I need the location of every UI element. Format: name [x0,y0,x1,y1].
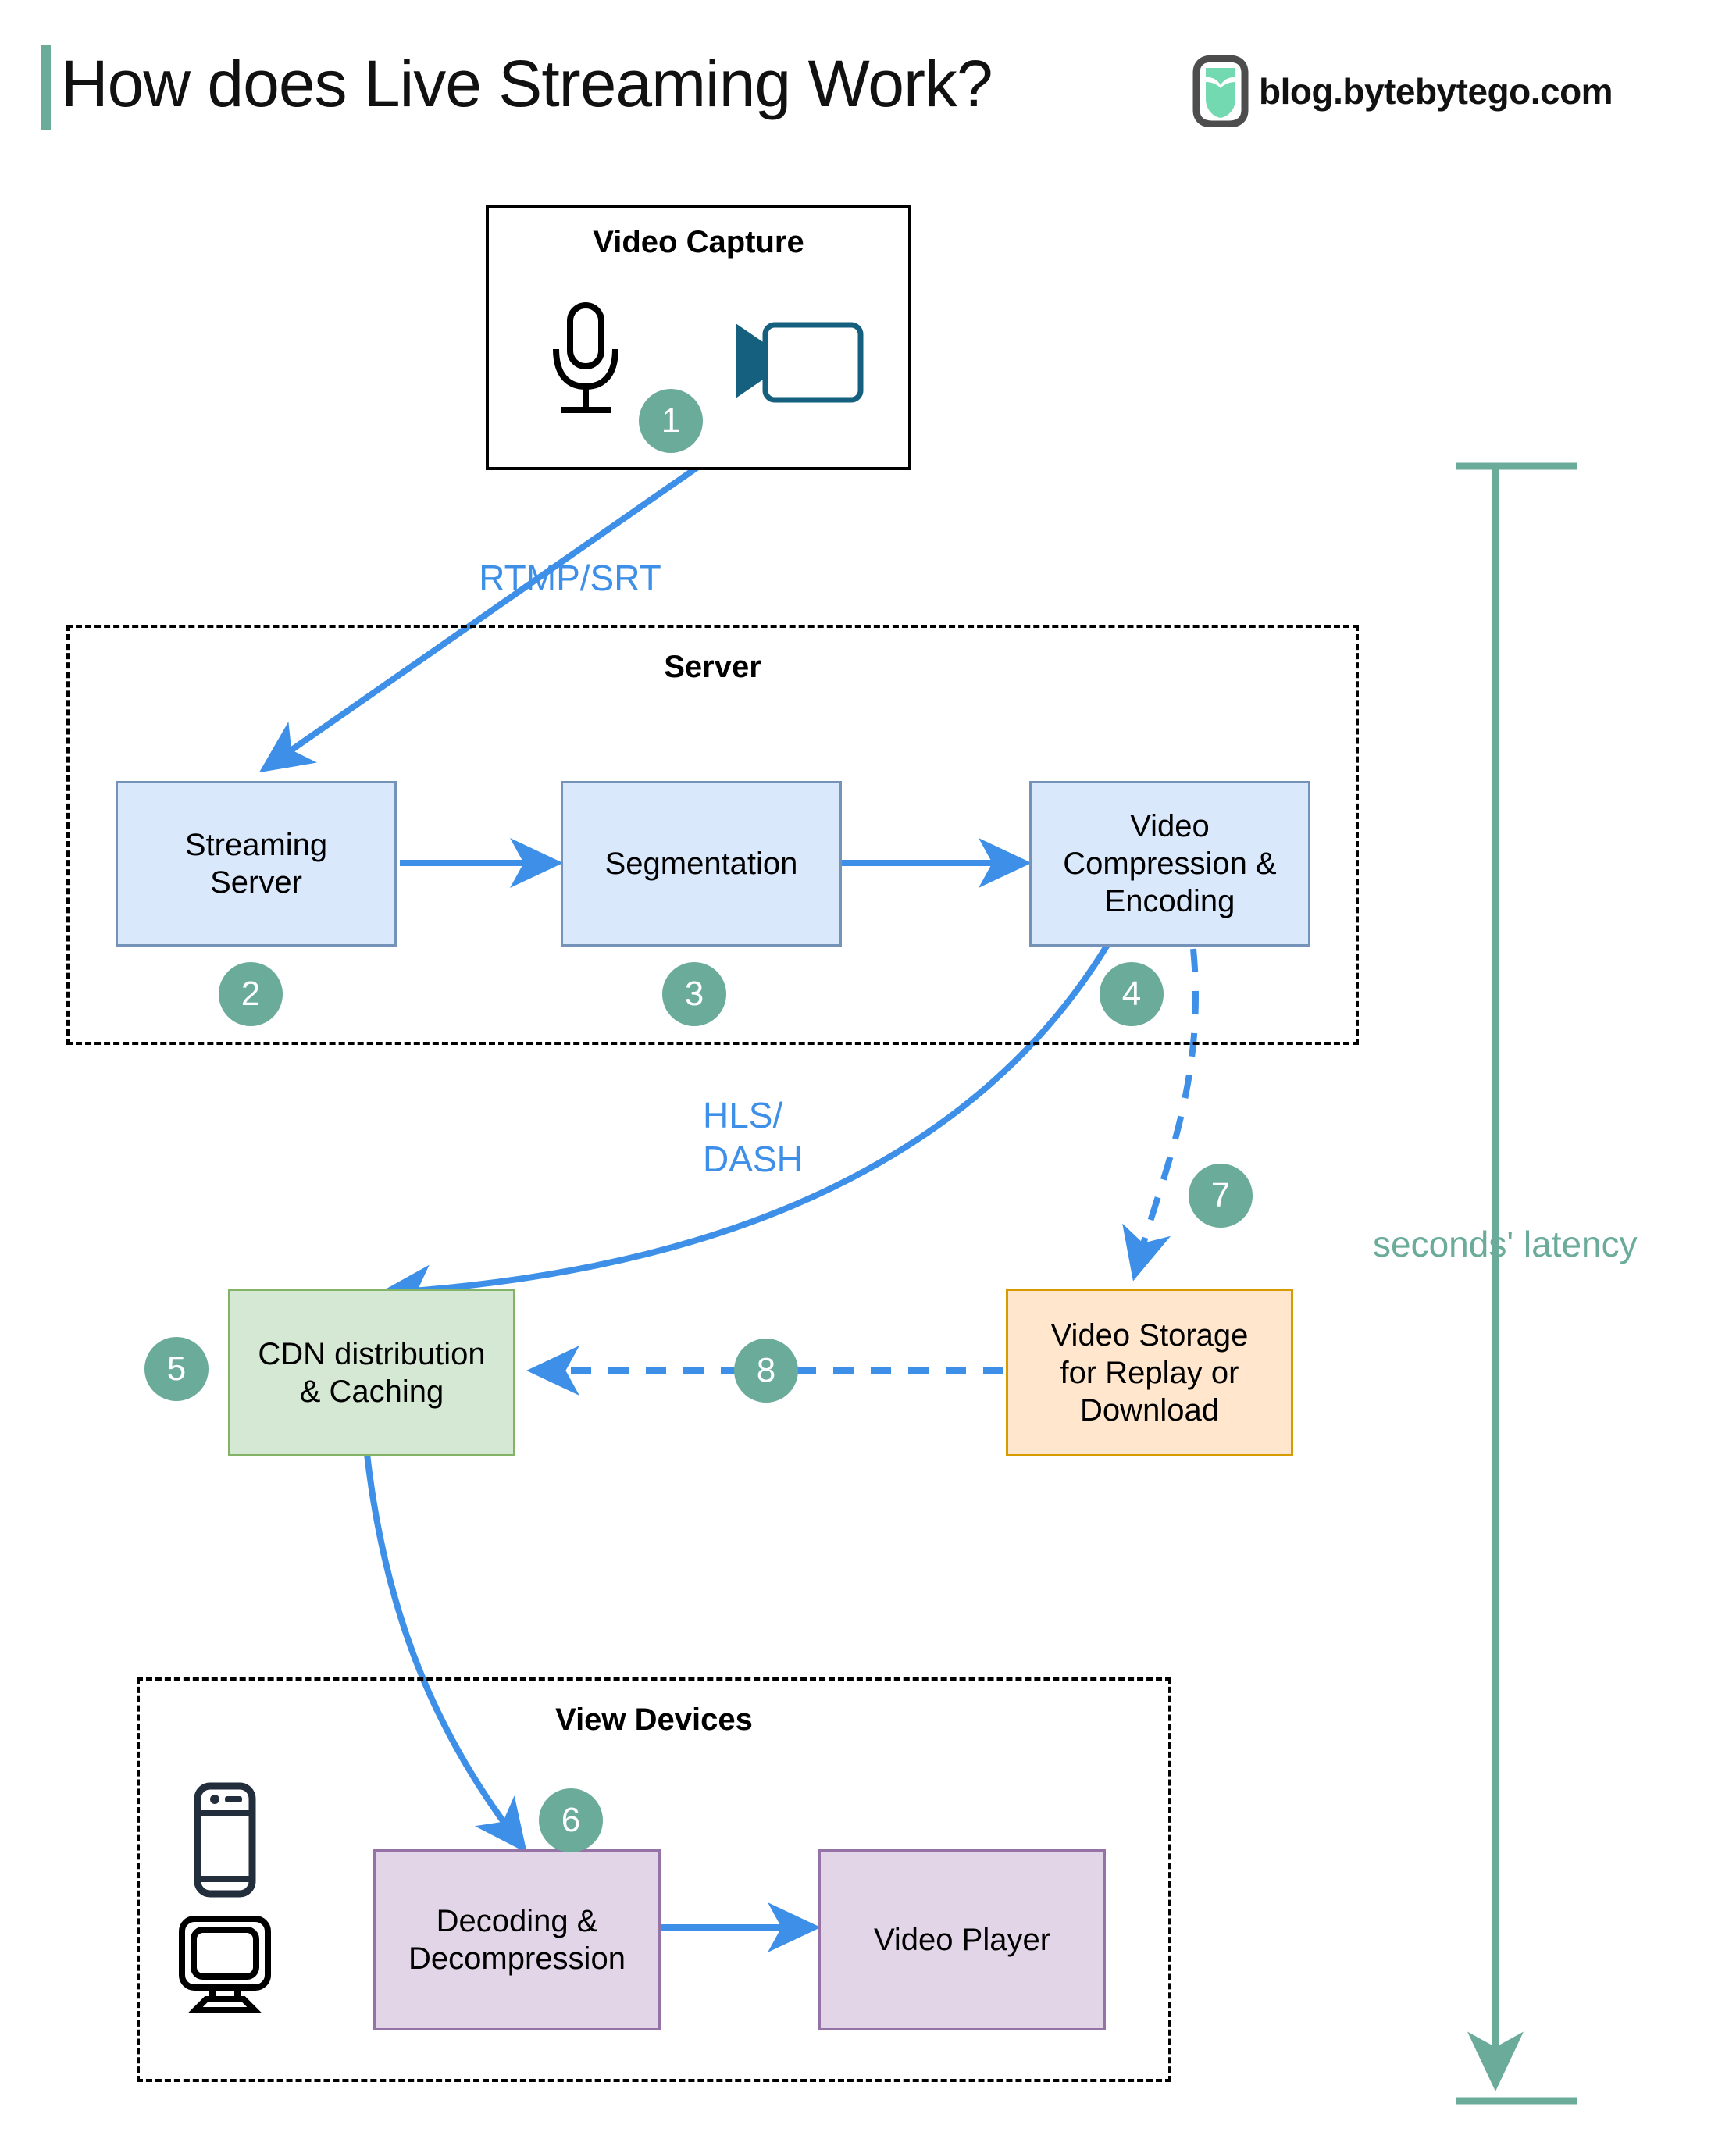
desktop-monitor-icon [179,1916,271,2013]
server-group-label: Server [664,650,761,684]
node-decoding-label: Decoding & Decompression [408,1904,626,1976]
server-group [66,625,1359,1045]
node-streaming-server[interactable]: Streaming Server [116,781,397,947]
node-streaming-server-label: Streaming Server [184,828,328,900]
node-cdn-distribution-caching[interactable]: CDN distribution & Caching [228,1289,515,1456]
node-video-compression-encoding-label: Video Compression & Encoding [1063,809,1277,918]
view-devices-group-label: View Devices [555,1702,753,1737]
bytebytego-logo-icon [1192,55,1249,127]
step-badge-7: 7 [1189,1164,1253,1228]
page-header: How does Live Streaming Work? blog.byteb… [0,0,1736,156]
mobile-phone-icon [194,1782,256,1898]
title-accent-bar [41,45,51,130]
node-video-compression-encoding[interactable]: Video Compression & Encoding [1029,781,1310,947]
node-decoding-decompression[interactable]: Decoding & Decompression [373,1849,661,2030]
step-badge-2: 2 [219,962,283,1026]
brand: blog.bytebytego.com [1189,48,1613,134]
node-video-storage[interactable]: Video Storage for Replay or Download [1006,1289,1293,1456]
video-camera-icon [736,322,864,403]
edge-label-hls-dash: HLS/ DASH [703,1095,803,1179]
brand-text: blog.bytebytego.com [1259,71,1613,112]
node-segmentation-label: Segmentation [604,847,798,881]
step-badge-4: 4 [1100,962,1164,1026]
node-video-player-label: Video Player [873,1923,1051,1957]
step-badge-3: 3 [662,962,726,1026]
node-cdn-label: CDN distribution & Caching [258,1336,486,1409]
node-video-storage-label: Video Storage for Replay or Download [1050,1317,1249,1428]
video-capture-label: Video Capture [593,225,804,259]
step-badge-1: 1 [639,389,703,453]
latency-label: seconds' latency [1373,1224,1638,1264]
view-devices-group [137,1677,1171,2082]
microphone-icon [553,302,618,413]
step-badge-6: 6 [539,1788,603,1852]
node-segmentation[interactable]: Segmentation [561,781,842,947]
step-badge-8: 8 [734,1339,798,1403]
edge-label-rtmp-srt: RTMP/SRT [479,558,661,598]
page-title: How does Live Streaming Work? [61,47,993,120]
node-video-player[interactable]: Video Player [818,1849,1106,2030]
step-badge-5: 5 [144,1337,209,1401]
